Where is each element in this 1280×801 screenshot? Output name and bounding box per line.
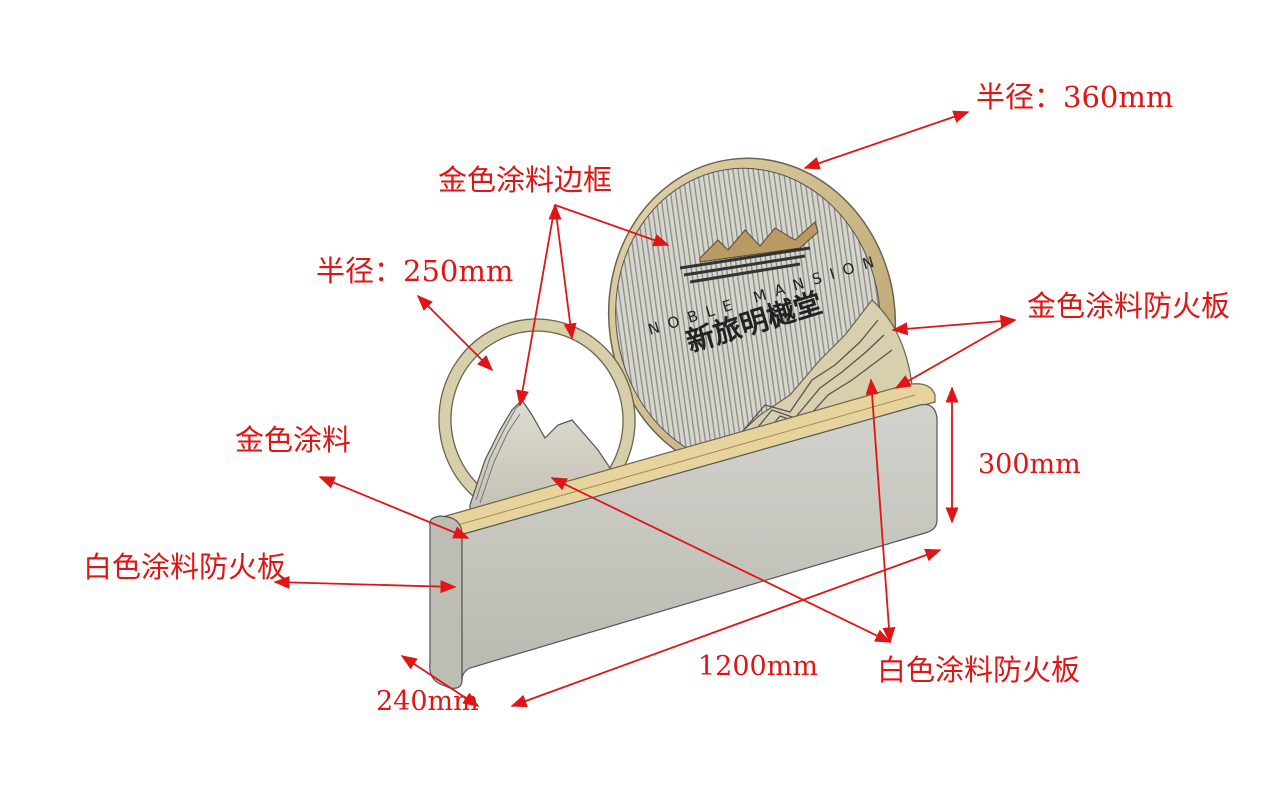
label-depth: 240mm [376,686,479,717]
label-gold-paint: 金色涂料 [235,423,352,457]
label-length: 1200mm [698,651,818,682]
large-sign-mountain-layers [734,319,893,447]
label-gold-paint-frame: 金色涂料边框 [438,163,613,197]
label-gold-paint-fireproof-board: 金色涂料防火板 [1027,289,1231,323]
label-radius-small: 半径：250mm [316,254,514,288]
logo-emblem [679,221,819,284]
label-height: 300mm [978,449,1081,480]
base-front-face [429,515,463,689]
annotation-arrows [273,110,1017,708]
label-white-paint-fireproof-board-left: 白色涂料防火板 [83,550,287,584]
large-round-sign: NOBLE MANSION 新旅明樾堂 [607,157,913,479]
label-white-paint-fireproof-board-bottom: 白色涂料防火板 [877,653,1081,687]
label-radius-large: 半径：360mm [976,80,1174,114]
